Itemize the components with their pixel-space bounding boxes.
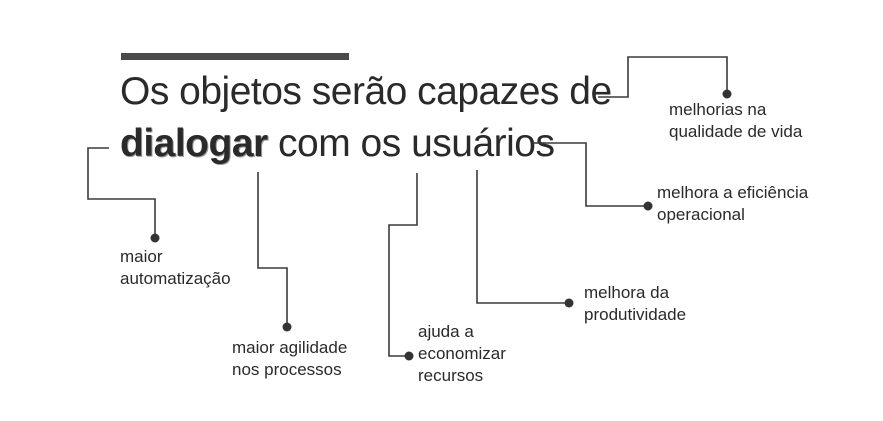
diagram-title: Os objetos serão capazes de dialogar com… — [120, 66, 612, 170]
bullet-dot-eficiencia — [643, 201, 653, 211]
title-line-2: dialogar com os usuários — [120, 118, 612, 170]
benefit-text: operacional — [657, 205, 745, 224]
benefit-text: maior agilidade — [232, 338, 348, 357]
benefit-text: melhorias na — [669, 100, 767, 119]
benefit-text: automatização — [120, 269, 231, 288]
benefit-text: produtividade — [584, 305, 687, 324]
benefit-text: qualidade de vida — [669, 122, 803, 141]
benefit-label-economizar: ajuda a economizar recursos — [418, 321, 506, 387]
benefit-text: economizar — [418, 344, 506, 363]
benefit-text: maior — [120, 247, 163, 266]
bullet-dot-economizar — [404, 351, 414, 361]
bullet-dot-produtividade — [564, 298, 574, 308]
benefit-text: recursos — [418, 366, 484, 385]
connector-qualidade — [598, 56, 728, 98]
connector-economizar — [388, 173, 418, 357]
benefit-text: melhora da — [584, 283, 670, 302]
benefit-label-qualidade: melhorias na qualidade de vida — [669, 99, 802, 143]
title-accent-bar — [121, 53, 349, 60]
benefit-label-produtividade: melhora da produtividade — [584, 282, 686, 326]
connector-produtividade — [476, 170, 569, 304]
bullet-dot-qualidade — [722, 89, 732, 99]
title-line-2-rest: com os usuários — [267, 122, 555, 165]
benefit-label-eficiencia: melhora a eficiência operacional — [657, 182, 808, 226]
benefit-text: melhora a eficiência — [657, 183, 809, 202]
benefit-text: nos processos — [232, 360, 342, 379]
title-emphasis-word: dialogar — [120, 122, 268, 165]
connector-eficiencia — [533, 142, 648, 207]
benefit-label-automatizacao: maior automatização — [120, 246, 231, 290]
bullet-dot-agilidade — [282, 322, 292, 332]
bullet-dot-automatizacao — [150, 233, 160, 243]
connector-automatizacao — [87, 147, 156, 238]
title-line-1: Os objetos serão capazes de — [120, 70, 612, 113]
benefit-text: ajuda a — [418, 322, 474, 341]
benefit-label-agilidade: maior agilidade nos processos — [232, 337, 347, 381]
connector-agilidade — [257, 172, 288, 327]
